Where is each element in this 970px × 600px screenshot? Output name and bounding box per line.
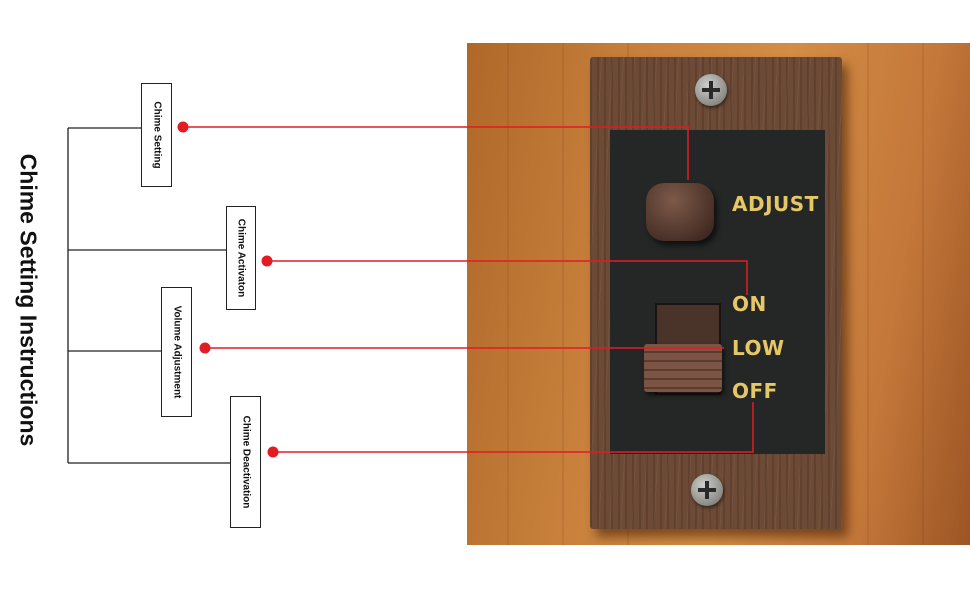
callout-line-chime-deactivation <box>273 402 754 453</box>
top-screw-icon <box>695 74 727 106</box>
adjust-label: ADJUST <box>732 192 819 216</box>
label-volume-adjustment-text: Volume Adjustment <box>171 305 182 399</box>
callout-line-chime-setting <box>183 126 689 180</box>
bracket-lines <box>67 127 230 464</box>
red-callout-lines <box>183 126 754 453</box>
volume-slider-switch[interactable] <box>644 344 722 392</box>
label-chime-setting-text: Chime Setting <box>151 101 162 169</box>
adjust-knob[interactable] <box>646 183 714 241</box>
label-chime-activation: Chime Activaton <box>226 206 256 310</box>
low-label: LOW <box>732 336 785 360</box>
callout-dot <box>177 121 189 133</box>
callout-line-chime-activation <box>267 260 748 295</box>
label-volume-adjustment: Volume Adjustment <box>161 287 192 417</box>
on-label: ON <box>732 292 767 316</box>
label-chime-deactivation-text: Chime Deactivation <box>240 415 251 509</box>
off-label: OFF <box>732 379 778 403</box>
callout-dot <box>199 342 211 354</box>
label-chime-deactivation: Chime Deactivation <box>230 396 261 528</box>
label-chime-setting: Chime Setting <box>141 83 172 187</box>
callout-dot <box>267 446 279 458</box>
callout-dot <box>261 255 273 267</box>
control-panel-face <box>610 130 825 454</box>
label-chime-activation-text: Chime Activaton <box>235 218 247 298</box>
bottom-screw-icon <box>691 474 723 506</box>
